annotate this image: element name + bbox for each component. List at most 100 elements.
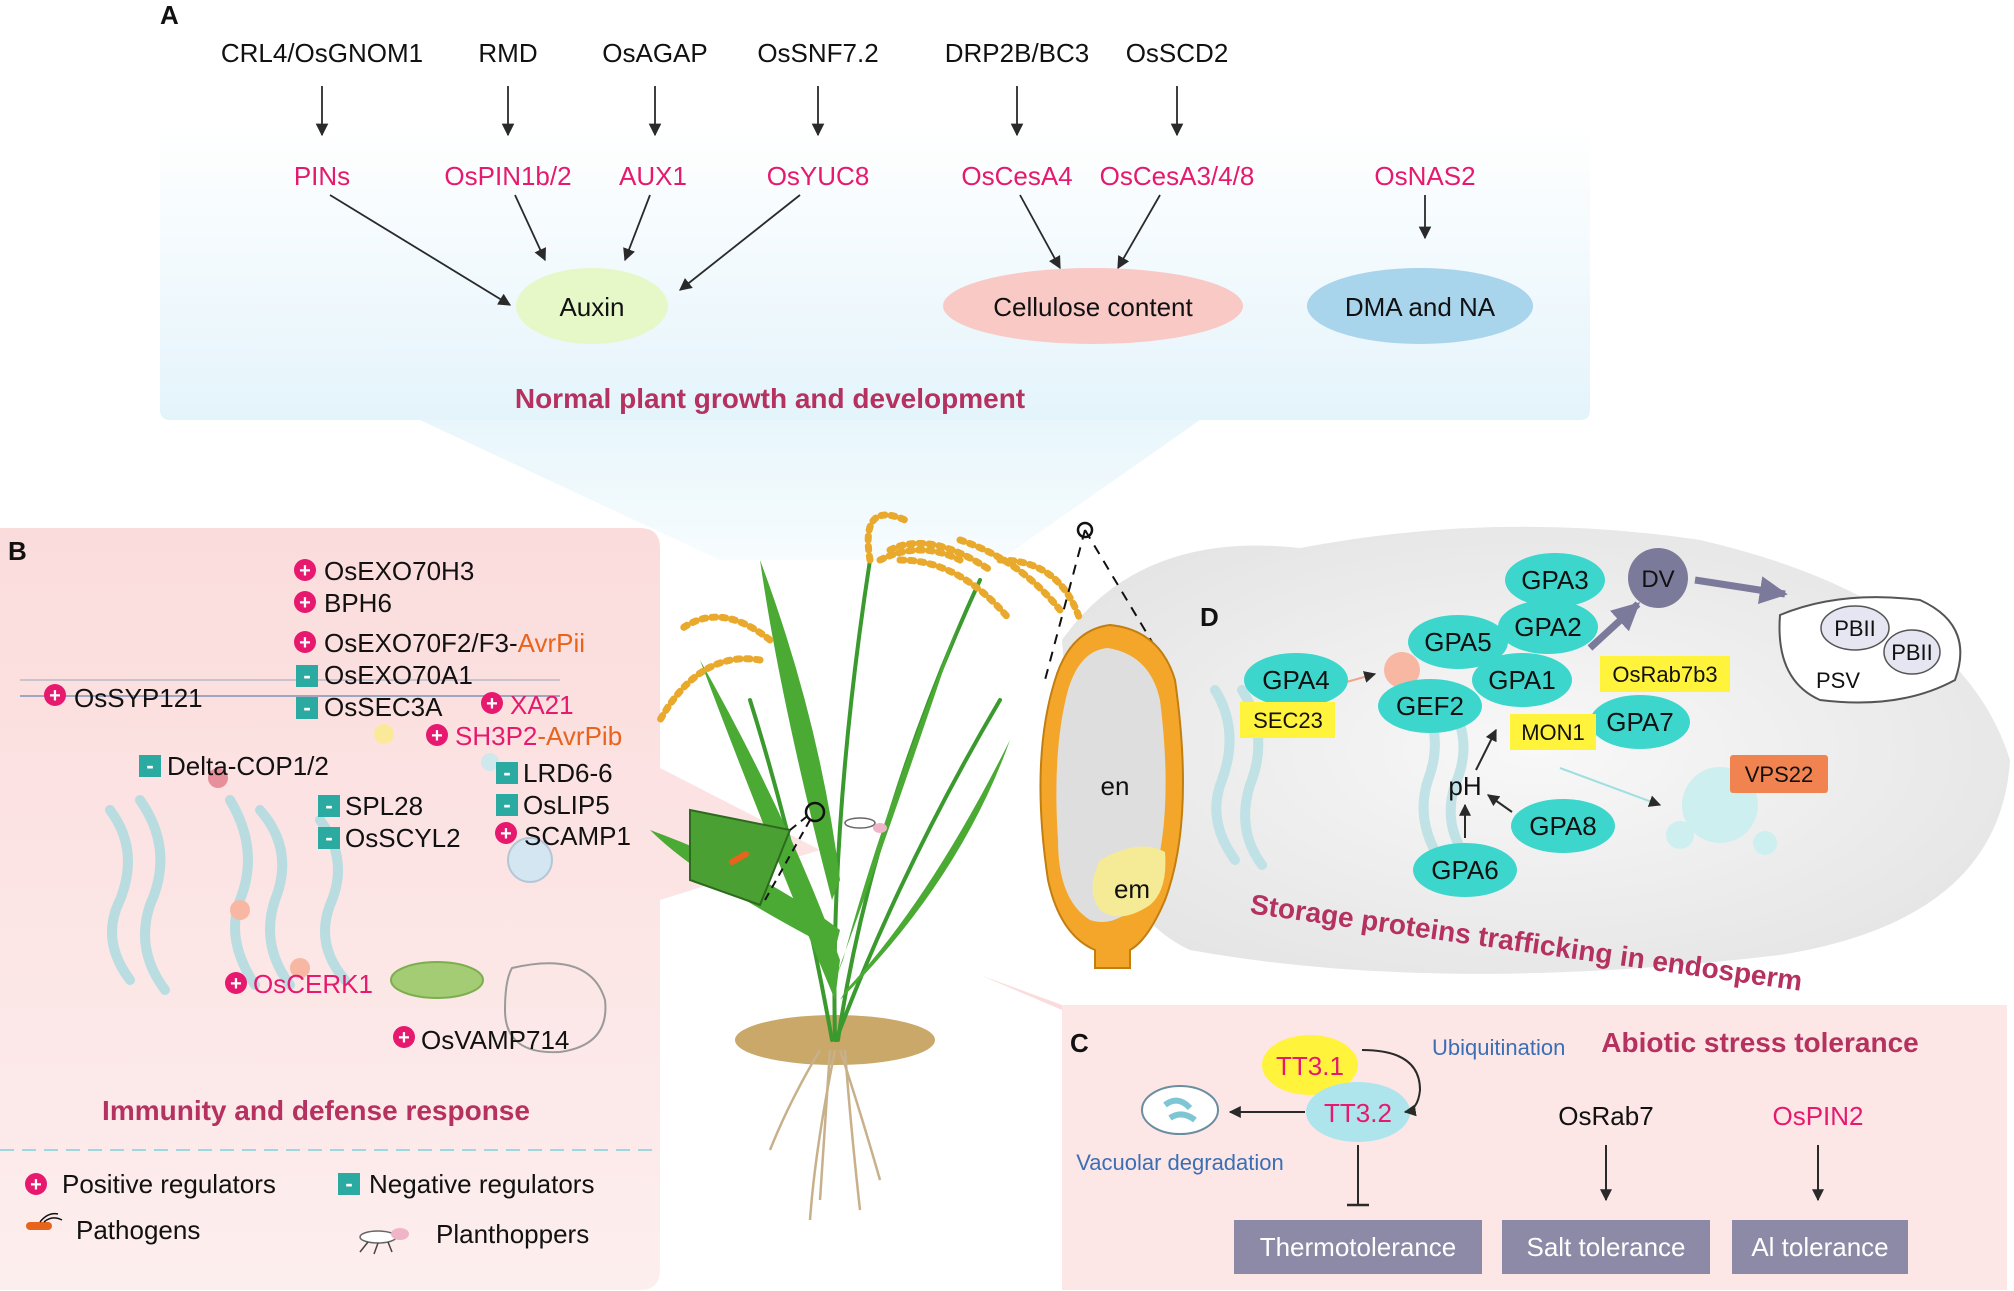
- vesicle-orange: [1384, 652, 1420, 688]
- label-delta-cop: Delta-COP1/2: [167, 751, 329, 781]
- vesicle-pink-2: [230, 900, 250, 920]
- svg-text:-: -: [303, 695, 310, 720]
- panel-b-title: Immunity and defense response: [102, 1095, 530, 1126]
- inset-pathogen: [729, 851, 749, 865]
- ubiquitination-arrow: [1361, 1049, 1422, 1117]
- panicles: [656, 511, 1084, 724]
- svg-text:+: +: [398, 1027, 410, 1049]
- svg-text:-: -: [325, 793, 332, 818]
- regulator-drp2b: DRP2B/BC3: [945, 38, 1090, 68]
- stems: [748, 558, 1002, 1042]
- legend-negative: Negative regulators: [369, 1169, 594, 1199]
- target-aux1: AUX1: [619, 161, 687, 191]
- svg-text:+: +: [299, 560, 311, 582]
- output-dma: DMA and NA: [1345, 292, 1496, 322]
- auxin-ellipse: [516, 268, 668, 344]
- label-sh3p2: SH3P2-AvrPib: [455, 721, 622, 751]
- regulator-crl4: CRL4/OsGNOM1: [221, 38, 423, 68]
- target-pins: PINs: [294, 161, 350, 191]
- svg-text:+: +: [431, 725, 443, 747]
- panel-c-title: Abiotic stress tolerance: [1601, 1027, 1918, 1058]
- sec23-box: [1240, 702, 1335, 738]
- label-gpa7: GPA7: [1606, 707, 1673, 737]
- planthopper-icon: [359, 1228, 409, 1255]
- ph-arrows: [1459, 728, 1513, 838]
- label-gpa2: GPA2: [1514, 612, 1581, 642]
- label-ospin2: OsPIN2: [1772, 1101, 1863, 1131]
- inset-connector-2: [764, 819, 811, 901]
- panel-b: B: [0, 528, 820, 1290]
- svg-text:+: +: [299, 592, 311, 614]
- pvc-vesicle-2: [1753, 831, 1777, 855]
- label-osvamp714: OsVAMP714: [421, 1025, 569, 1055]
- pbii-1: [1820, 605, 1890, 651]
- vps22-box: [1730, 755, 1828, 793]
- label-tt31: TT3.1: [1276, 1051, 1344, 1081]
- vesicle-yellow: [374, 724, 394, 744]
- dv-vesicle: [1628, 548, 1688, 608]
- svg-text:+: +: [500, 823, 512, 845]
- regulator-rmd: RMD: [478, 38, 537, 68]
- label-gpa6: GPA6: [1431, 855, 1498, 885]
- svg-text:-: -: [325, 825, 332, 850]
- label-vacuolar: Vacuolar degradation: [1076, 1150, 1284, 1175]
- svg-text:+: +: [230, 973, 242, 995]
- embryo: [1092, 846, 1166, 917]
- salt-tolerance-box: [1502, 1220, 1710, 1274]
- negative-symbols: - - - - - - - -: [146, 663, 510, 1196]
- panel-b-background: [0, 528, 820, 1290]
- panel-d-background: [1062, 526, 2010, 974]
- regulator-osagap: OsAGAP: [602, 38, 707, 68]
- legend-pathogens: Pathogens: [76, 1215, 200, 1245]
- target-oscesa348: OsCesA3/4/8: [1100, 161, 1255, 191]
- regulator-ossnf72: OsSNF7.2: [757, 38, 878, 68]
- seed-magnifier: [1076, 521, 1094, 539]
- label-psv: PSV: [1816, 668, 1860, 693]
- label-dv: DV: [1641, 566, 1674, 593]
- label-lrd6: LRD6-6: [523, 758, 613, 788]
- label-thermotolerance: Thermotolerance: [1260, 1232, 1457, 1262]
- positive-markers: [25, 559, 517, 1195]
- tt31-ellipse: [1262, 1035, 1358, 1095]
- thermotolerance-box: [1234, 1220, 1482, 1274]
- svg-text:-: -: [503, 760, 510, 785]
- cellulose-ellipse: [943, 268, 1243, 344]
- regulator-osscd2: OsSCD2: [1126, 38, 1229, 68]
- label-pbii-2: PBII: [1891, 640, 1933, 665]
- label-gef2: GEF2: [1396, 691, 1464, 721]
- label-osscyl2: OsSCYL2: [345, 823, 461, 853]
- al-tolerance-box: [1732, 1220, 1908, 1274]
- label-tt32: TT3.2: [1324, 1098, 1392, 1128]
- label-osrab7b3: OsRab7b3: [1612, 662, 1717, 687]
- label-xa21: XA21: [510, 690, 574, 720]
- gpa-to-dv-arrow: [1587, 601, 1641, 651]
- panel-b-letter: B: [8, 536, 27, 566]
- label-gpa8: GPA8: [1529, 811, 1596, 841]
- negative-markers: [139, 665, 518, 1195]
- panel-c-letter: C: [1070, 1028, 1089, 1058]
- panel-a-letter: A: [160, 0, 179, 30]
- label-pbii-1: PBII: [1834, 616, 1876, 641]
- panel-d-letter: D: [1200, 602, 1219, 632]
- legend-positive: Positive regulators: [62, 1169, 276, 1199]
- mon1-box: [1510, 714, 1596, 750]
- pathogen-icon: [26, 1212, 63, 1230]
- label-osrab7: OsRab7: [1558, 1101, 1653, 1131]
- panel-a-funnel: [420, 420, 1200, 560]
- svg-text:+: +: [299, 632, 311, 654]
- chloroplast: [390, 961, 484, 999]
- vesicle-blue: [481, 753, 499, 771]
- positive-symbols: + + + + + + + + + +: [30, 560, 512, 1196]
- label-al-tolerance: Al tolerance: [1751, 1232, 1888, 1262]
- label-spl28: SPL28: [345, 791, 423, 821]
- label-oscerk1: OsCERK1: [253, 969, 373, 999]
- pvc-vesicle-1: [1666, 821, 1694, 849]
- label-salt-tolerance: Salt tolerance: [1527, 1232, 1686, 1262]
- target-oscesa4: OsCesA4: [961, 161, 1072, 191]
- panel-d: D PBII PBII PSV DV: [1062, 526, 2010, 997]
- panel-a-arrows: [315, 86, 1432, 306]
- dv-to-psv-arrow: [1694, 576, 1788, 604]
- pvc-arrow: [1559, 767, 1662, 807]
- svg-text:-: -: [345, 1171, 352, 1196]
